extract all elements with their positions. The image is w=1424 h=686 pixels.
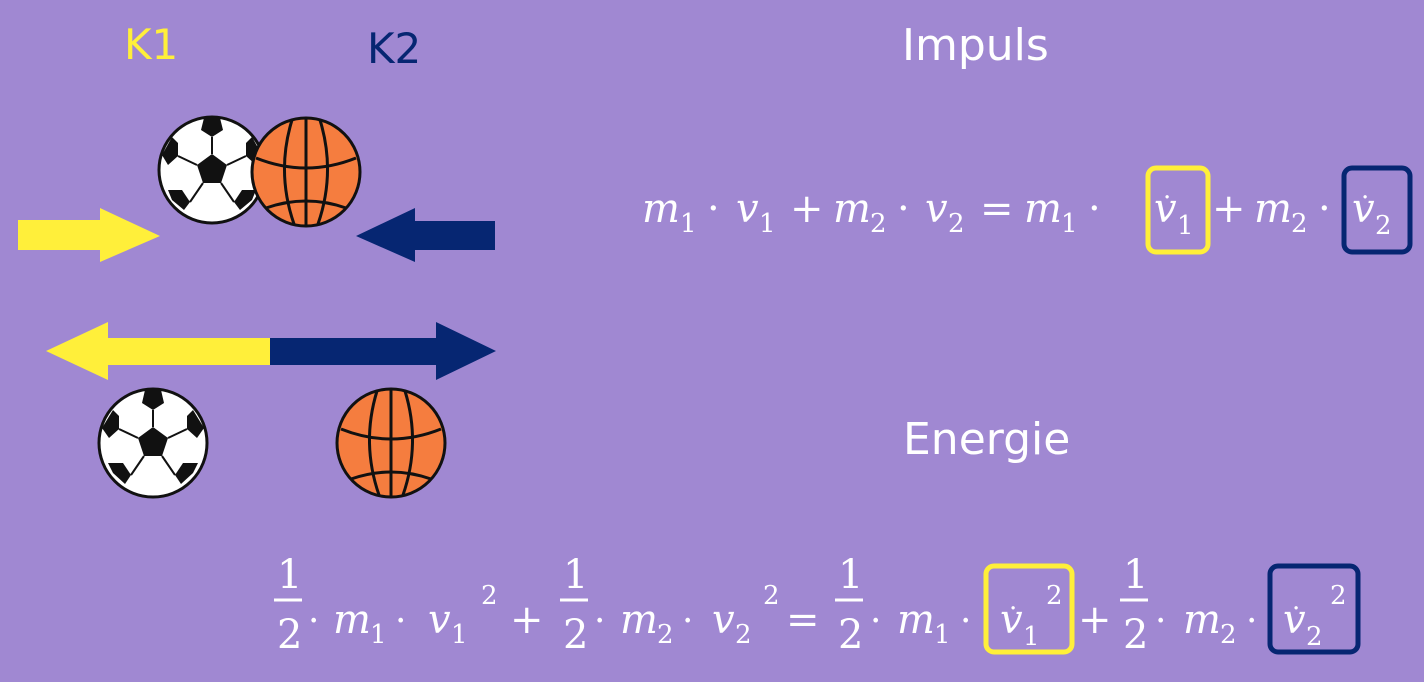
energie-m1-sub: 1 <box>370 620 387 650</box>
energie-v2-sq: 2 <box>763 581 780 611</box>
impuls-m2: m <box>833 186 871 232</box>
k2-arrow-right-icon <box>270 322 496 380</box>
energie-equation: 1 2 · m 1 · v 1 2 + 1 2 · m 2 · v 2 2 = … <box>274 552 1347 658</box>
energie-dot-3: · <box>594 601 605 642</box>
impuls-v1: v <box>736 186 759 232</box>
impuls-equation: m 1 · v 1 + m 2 · v 2 = m 1 · v · 1 + m … <box>642 183 1392 241</box>
energie-v2-prime-sub: 2 <box>1306 622 1323 652</box>
impuls-v2-prime: v <box>1352 186 1375 232</box>
k2-label: K2 <box>367 24 422 73</box>
impuls-v1-prime-highlight <box>1145 165 1211 255</box>
energie-frac3-num: 1 <box>838 552 863 598</box>
energie-title: Energie <box>903 414 1071 465</box>
energie-dot-8: · <box>1246 601 1257 642</box>
energie-m1-after: m <box>897 597 935 643</box>
energie-dot-4: · <box>682 601 693 642</box>
soccer-ball-icon <box>157 115 267 225</box>
impuls-dot-1: · <box>707 186 720 232</box>
impuls-dot-2: · <box>897 186 910 232</box>
basketball-icon-after <box>335 387 447 499</box>
impuls-v1-prime: v <box>1154 186 1177 232</box>
impuls-v2-prime-dot: · <box>1361 183 1369 213</box>
energie-v1-sq: 2 <box>481 581 498 611</box>
energie-m2-after-sub: 2 <box>1220 620 1237 650</box>
energie-plus-1: + <box>510 597 544 643</box>
energie-v1-prime-sq: 2 <box>1046 581 1063 611</box>
impuls-dot-4: · <box>1318 186 1331 232</box>
energie-dot-6: · <box>960 601 971 642</box>
energie-v2-prime: v <box>1283 597 1306 643</box>
energie-v2-sub: 2 <box>735 620 752 650</box>
energie-equals: = <box>786 597 820 643</box>
energie-frac4-den: 2 <box>1123 612 1148 658</box>
energie-m2: m <box>620 597 658 643</box>
energie-frac2-num: 1 <box>563 552 588 598</box>
energie-v2-prime-dot: · <box>1292 594 1300 624</box>
basketball-icon <box>250 116 362 228</box>
energie-dot-5: · <box>870 601 881 642</box>
energie-dot-1: · <box>308 601 319 642</box>
impuls-m1-sub: 1 <box>680 209 697 239</box>
energie-v1-prime-sub: 1 <box>1023 622 1040 652</box>
energie-v2: v <box>712 597 735 643</box>
impuls-v2-prime-sub: 2 <box>1375 211 1392 241</box>
energie-v1-prime-dot: · <box>1009 594 1017 624</box>
impuls-title: Impuls <box>902 20 1049 71</box>
impuls-v2-prime-highlight <box>1341 165 1413 255</box>
impuls-v2: v <box>925 186 948 232</box>
k1-arrow-left-icon <box>46 322 272 380</box>
k2-arrow-left-icon <box>356 208 495 262</box>
impuls-m1-after-sub: 1 <box>1061 209 1078 239</box>
energie-v2-prime-sq: 2 <box>1330 581 1347 611</box>
energie-v2-prime-highlight <box>1267 563 1361 655</box>
energie-plus-2: + <box>1078 597 1112 643</box>
impuls-equals: = <box>980 186 1014 232</box>
energie-frac1-den: 2 <box>277 612 302 658</box>
energie-dot-7: · <box>1155 601 1166 642</box>
energie-v1-prime: v <box>1000 597 1023 643</box>
energie-m2-sub: 2 <box>657 620 674 650</box>
energie-v1: v <box>428 597 451 643</box>
impuls-m2-after-sub: 2 <box>1291 209 1308 239</box>
soccer-ball-icon-after <box>97 387 209 499</box>
energie-frac2-den: 2 <box>563 612 588 658</box>
energie-v1-sub: 1 <box>451 620 468 650</box>
energie-frac3-den: 2 <box>838 612 863 658</box>
energie-frac4-num: 1 <box>1123 552 1148 598</box>
k1-label: K1 <box>124 20 179 69</box>
impuls-m1: m <box>642 186 680 232</box>
impuls-m2-sub: 2 <box>870 209 887 239</box>
impuls-v1-sub: 1 <box>759 209 776 239</box>
impuls-v2-sub: 2 <box>948 209 965 239</box>
impuls-dot-3: · <box>1088 186 1101 232</box>
impuls-m2-after: m <box>1254 186 1292 232</box>
energie-v1-prime-highlight <box>983 563 1075 655</box>
impuls-v1-prime-dot: · <box>1163 183 1171 213</box>
energie-m2-after: m <box>1183 597 1221 643</box>
energie-dot-2: · <box>395 601 406 642</box>
energie-m1-after-sub: 1 <box>934 620 951 650</box>
energie-m1: m <box>333 597 371 643</box>
impuls-plus-1: + <box>790 186 824 232</box>
k1-arrow-right-icon <box>18 208 160 262</box>
impuls-m1-after: m <box>1024 186 1062 232</box>
impuls-v1-prime-sub: 1 <box>1177 211 1194 241</box>
energie-frac1-num: 1 <box>277 552 302 598</box>
impuls-plus-2: + <box>1212 186 1246 232</box>
